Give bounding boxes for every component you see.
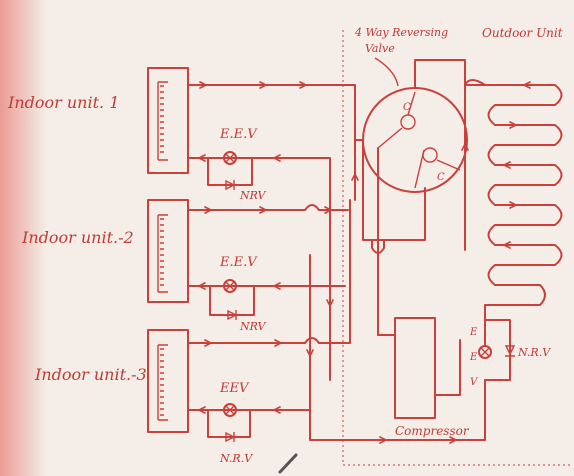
outdoor-eev-label-e2: E [469, 352, 478, 363]
flow-arrows-4 [197, 282, 281, 290]
indoor-unit-2-label: Indoor unit.-2 [21, 228, 134, 247]
reversing-valve-label-2: Valve [365, 42, 395, 55]
outdoor-nrv-bypass [484, 319, 511, 381]
indoor-3-nrv-symbol [225, 431, 236, 443]
indoor-unit-1-coil-fins [160, 85, 164, 153]
indoor-1-nrv-symbol [225, 179, 236, 191]
outdoor-unit-label: Outdoor Unit [482, 26, 563, 40]
outdoor-eev-label-e1: E [469, 327, 478, 338]
valve-suction-line [354, 139, 426, 241]
outdoor-coil-inlet [464, 79, 486, 86]
indoor-1-nrv-bypass [207, 157, 253, 186]
compressor-connections [377, 334, 461, 396]
reversing-valve-internal-paths [377, 91, 461, 189]
indoor-3-nrv-label: N.R.V [219, 452, 253, 465]
indoor-2-nrv-symbol [227, 309, 238, 321]
pen-stroke-icon [278, 453, 298, 474]
indoor-2-nrv-bypass [209, 285, 255, 316]
indoor-2-supply-line [187, 204, 349, 211]
flow-arrows-6 [197, 406, 281, 414]
liquid-return-header [309, 254, 486, 441]
indoor-2-eev-cross [225, 281, 235, 291]
flow-arrows-outdoor [502, 81, 531, 249]
outdoor-eev-valve [478, 345, 492, 359]
indoor-unit-3-box [147, 329, 189, 433]
indoor-2-eev-valve [223, 279, 237, 293]
flow-arrows-2 [197, 154, 281, 162]
outdoor-nrv-label: N.R.V [517, 346, 551, 359]
valve-port-c1: C [403, 102, 411, 113]
indoor-1-supply-line [187, 84, 356, 201]
indoor-unit-2-coil-fins [160, 218, 164, 286]
indoor-1-eev-valve [223, 151, 237, 165]
indoor-3-supply-line [187, 199, 351, 344]
reversing-valve-label-1: 4 Way Reversing [354, 26, 448, 39]
flow-arrows-1 [199, 81, 308, 89]
reversing-valve-pointer [374, 57, 399, 87]
valve-port-c2: C [437, 172, 445, 183]
outdoor-eev-label-v: V [470, 377, 479, 388]
indoor-3-eev-label: EEV [219, 381, 250, 396]
indoor-1-nrv-label: NRV [239, 189, 267, 202]
indoor-2-nrv-label: NRV [239, 320, 267, 333]
outdoor-eev-cross [480, 347, 490, 357]
indoor-unit-3-coil-fins [160, 348, 164, 416]
indoor-unit-2 [147, 199, 349, 321]
indoor-unit-2-coil [157, 214, 168, 293]
compressor-box [394, 317, 436, 419]
indoor-3-eev-cross [225, 405, 235, 415]
outdoor-coil [464, 84, 563, 346]
indoor-unit-3-coil [157, 344, 168, 421]
flow-arrows-3 [204, 206, 333, 214]
indoor-unit-1-coil [157, 81, 168, 161]
outdoor-nrv-symbol [504, 345, 516, 357]
flow-arrows-bottom [379, 436, 458, 444]
indoor-unit-2-box [147, 199, 189, 303]
indoor-2-eev-label: E.E.V [219, 255, 258, 270]
valve-to-outdoor-line [414, 59, 466, 251]
compressor-label: Compressor [395, 424, 470, 438]
indoor-1-eev-label: E.E.V [219, 127, 258, 142]
indoor-unit-1-box [147, 67, 189, 174]
flow-arrows-vertical [306, 142, 469, 358]
indoor-unit-1-label: Indoor unit. 1 [7, 93, 119, 112]
indoor-3-nrv-bypass [207, 409, 251, 438]
indoor-unit-3-label: Indoor unit.-3 [34, 365, 147, 384]
flow-arrows-5 [204, 339, 283, 347]
outdoor-boundary [342, 30, 572, 466]
indoor-3-eev-valve [223, 403, 237, 417]
crossover-hump [371, 239, 385, 254]
indoor-1-eev-cross [225, 153, 235, 163]
